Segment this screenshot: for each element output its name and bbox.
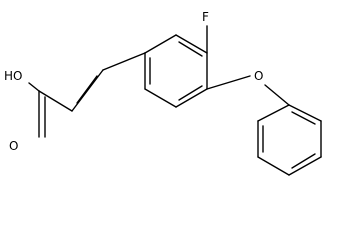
fluorine-atom-label: F bbox=[201, 10, 210, 24]
bond-ring-b-4 bbox=[257, 156, 290, 176]
carbonyl-oxygen-label: O bbox=[8, 139, 20, 153]
bond-ring-b-3 bbox=[288, 156, 322, 176]
bond-o-phenyl bbox=[264, 84, 290, 106]
bond-vinyl-double-inner bbox=[76, 75, 98, 104]
bond-layer bbox=[28, 25, 322, 176]
bond-vinyl-carbonyl bbox=[38, 90, 73, 112]
ether-oxygen-label: O bbox=[253, 69, 265, 83]
structure-diagram: F HO O O bbox=[3, 10, 322, 176]
bond-ring-b-inner-2 bbox=[291, 153, 316, 169]
bond-ring-a-6 bbox=[144, 34, 177, 54]
bond-ring-b-inner-1 bbox=[291, 111, 316, 125]
bond-c-o-ether bbox=[206, 75, 251, 90]
bond-ring-a-3 bbox=[175, 88, 208, 108]
bond-ring-a-4 bbox=[144, 88, 177, 108]
bond-ring-a-inner-1 bbox=[178, 41, 203, 57]
hydroxyl-label: HO bbox=[3, 69, 24, 83]
bond-ring-vinyl bbox=[102, 52, 146, 71]
bond-ring-b-6 bbox=[257, 104, 290, 122]
bond-ring-b-1 bbox=[288, 104, 322, 122]
bond-ring-a-inner-2 bbox=[178, 85, 203, 101]
bond-c-oh bbox=[28, 82, 40, 92]
bond-vinyl-double-outer bbox=[71, 69, 104, 112]
bond-ring-a-1 bbox=[175, 34, 208, 54]
